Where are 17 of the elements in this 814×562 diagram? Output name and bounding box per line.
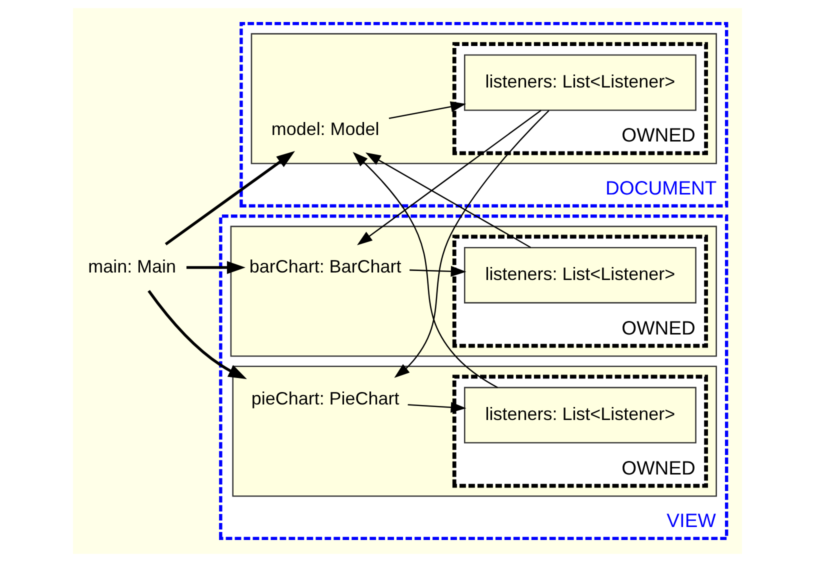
node-text: model: Model [270, 118, 379, 139]
arrow [164, 151, 294, 246]
arrow [186, 261, 245, 274]
arrow [394, 110, 549, 378]
node-text: pieChart: PieChart [250, 388, 399, 409]
arrow [388, 101, 466, 119]
arrow [407, 402, 466, 413]
arrow [147, 290, 246, 380]
node-box: listeners: List<Listener> [464, 386, 696, 444]
node-text: main: Main [88, 256, 176, 276]
cluster [230, 226, 716, 357]
cluster [232, 366, 716, 497]
arrow [409, 266, 466, 277]
arrow [356, 110, 541, 246]
node-text: barChart: BarChart [248, 256, 401, 276]
node-box: listeners: List<Listener> [464, 246, 696, 304]
node-box: listeners: List<Listener> [464, 54, 696, 111]
